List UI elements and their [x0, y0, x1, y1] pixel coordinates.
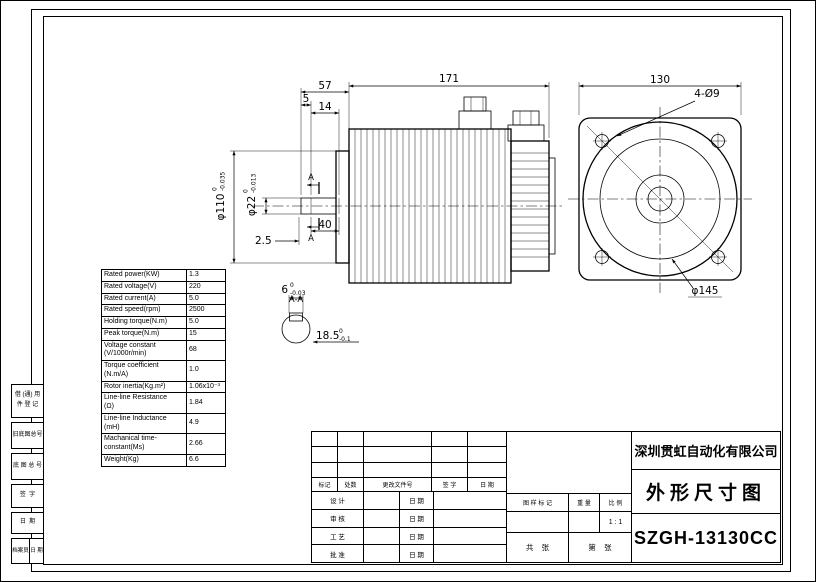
revision-signature-block: 标记 处数 更改文件号 签 字 日 期 设 计 日 期 审 核 日 期 — [312, 432, 507, 562]
dim-label-171: 171 — [439, 73, 459, 85]
sheet-number-label: 第 张 — [588, 543, 612, 552]
table-row: Torque coefficient (N.m/A)1.0 — [101, 360, 226, 382]
sig-row-check: 审 核 日 期 — [312, 509, 506, 528]
dim-6-tol-lo: -0.03 — [290, 290, 306, 297]
rev-header-file: 更改文件号 — [364, 478, 432, 492]
borrow-label-line2: 件 登 记 — [16, 402, 39, 408]
margin-box-archivist: 档案员 日 期 — [11, 538, 44, 564]
archivist-label: 档案员 — [12, 539, 30, 563]
dim-label-18-5: 18.5 — [316, 330, 339, 342]
motor-front-view: 4-Ø9 φ145 130 — [568, 74, 752, 298]
old-base-number-label: 旧底图总号 — [12, 431, 43, 438]
svg-text:-0.035: -0.035 — [220, 171, 227, 191]
stamp-scale-block: 图 样 标 记 重 量 比 例 1 : 1 共 张 第 张 — [507, 432, 632, 562]
revision-grid — [312, 432, 506, 478]
rev-header-count: 处数 — [338, 478, 364, 492]
dim-label-130: 130 — [650, 74, 670, 86]
dim-label-4-holes: 4-Ø9 — [694, 88, 719, 100]
signature-rows: 设 计 日 期 审 核 日 期 工 艺 日 期 — [312, 492, 506, 562]
dim-label-5: 5 — [303, 93, 310, 105]
sig-row-design: 设 计 日 期 — [312, 492, 506, 510]
margin-box-old-base-number: 旧底图总号 — [11, 422, 44, 449]
dim-label-14: 14 — [318, 101, 332, 113]
table-row: Peak torque(N.m)15 — [101, 327, 226, 341]
table-row: Rated current(A)5.0 — [101, 292, 226, 306]
svg-text:0: 0 — [243, 189, 250, 193]
table-row: Machanical time- constant(Ms)2.66 — [101, 433, 226, 455]
date-label: 日 期 — [19, 519, 36, 526]
model-number: SZGH-13130CC — [633, 527, 779, 548]
table-row: Line-line Resistance (Ω)1.84 — [101, 392, 226, 414]
borrow-label-line1: 借 (通) 用 — [14, 392, 41, 399]
title-block: 标记 处数 更改文件号 签 字 日 期 设 计 日 期 审 核 日 期 — [311, 431, 781, 563]
margin-box-base-number: 底 图 总 号 — [11, 453, 44, 480]
stamp-header-scale: 比 例 — [608, 501, 623, 507]
sig-row-approve: 批 准 日 期 — [312, 545, 506, 562]
table-row: Weight(Kg)6.6 — [101, 453, 226, 467]
table-row: Rated speed(rpm)2500 — [101, 304, 226, 317]
dim-label-dia110: φ110 0 -0.035 — [212, 171, 228, 220]
dim-label-dia145: φ145 — [692, 285, 719, 297]
side-view-dimensions: 57 171 5 14 40 2.5 φ110 0 -0.035 φ22 0 -… — [212, 73, 550, 264]
table-row: Rotor inertia(Kg.m²)1.06x10⁻³ — [101, 380, 226, 394]
stamp-header-row: 图 样 标 记 重 量 比 例 — [507, 494, 631, 512]
table-row: Rated power(KW)1.3 — [101, 269, 226, 282]
margin-box-signature: 签 字 — [11, 484, 44, 508]
sheet-outer-frame — [31, 9, 791, 572]
sig-row-process: 工 艺 日 期 — [312, 527, 506, 546]
drawing-identity-block: 深圳贯虹自动化有限公司 外形尺寸图 SZGH-13130CC — [632, 432, 780, 562]
motor-side-view: A A — [253, 96, 563, 284]
section-a-a-detail: A-A 6 0 -0.03 18.5 0 -0.1 — [281, 282, 359, 344]
rev-header-date: 日 期 — [468, 478, 506, 492]
dim-18-5-tol-lo: -0.1 — [339, 336, 351, 343]
dim-label-57: 57 — [318, 80, 331, 92]
rev-header-mark: 标记 — [312, 478, 338, 492]
stamp-header-weight: 重 量 — [569, 494, 600, 511]
signature-label: 签 字 — [19, 492, 36, 499]
svg-text:0: 0 — [212, 187, 219, 191]
svg-text:φ110: φ110 — [215, 194, 227, 221]
svg-text:φ22: φ22 — [246, 196, 258, 216]
revision-header-row: 标记 处数 更改文件号 签 字 日 期 — [312, 478, 506, 492]
dim-6-tol-hi: 0 — [290, 282, 294, 289]
dim-label-40: 40 — [318, 219, 331, 231]
archivist-date-label: 日 期 — [30, 547, 43, 554]
svg-text:-0.013: -0.013 — [251, 173, 258, 193]
drawing-title: 外形尺寸图 — [632, 470, 780, 514]
dim-label-6: 6 — [281, 284, 288, 296]
table-row: Voltage constant (V/1000r/min)68 — [101, 339, 226, 361]
motor-spec-table: Rated power(KW)1.3 Rated voltage(V)220 R… — [101, 269, 226, 467]
section-label: A-A — [289, 295, 304, 305]
stamp-header-mark: 图 样 标 记 — [507, 494, 569, 511]
base-number-label: 底 图 总 号 — [12, 462, 42, 469]
rev-header-sign: 签 字 — [432, 478, 468, 492]
table-row: Holding torque(N.m)5.0 — [101, 316, 226, 329]
margin-box-date: 日 期 — [11, 512, 44, 534]
section-mark-a-bottom: A — [308, 234, 314, 244]
company-name: 深圳贯虹自动化有限公司 — [632, 432, 780, 470]
scale-value: 1 : 1 — [608, 518, 623, 526]
dim-18-5-tol-hi: 0 — [339, 328, 343, 335]
sheet-inner-frame — [43, 16, 783, 565]
dim-label-2-5: 2.5 — [255, 235, 272, 247]
table-row: Line-line Inductance (mH)4.9 — [101, 412, 226, 435]
margin-box-borrow-record: 借 (通) 用 件 登 记 — [11, 384, 44, 418]
dim-label-dia22: φ22 0 -0.013 — [243, 173, 259, 216]
sheet-total-label: 共 张 — [507, 533, 569, 562]
table-row: Rated voltage(V)220 — [101, 280, 226, 294]
